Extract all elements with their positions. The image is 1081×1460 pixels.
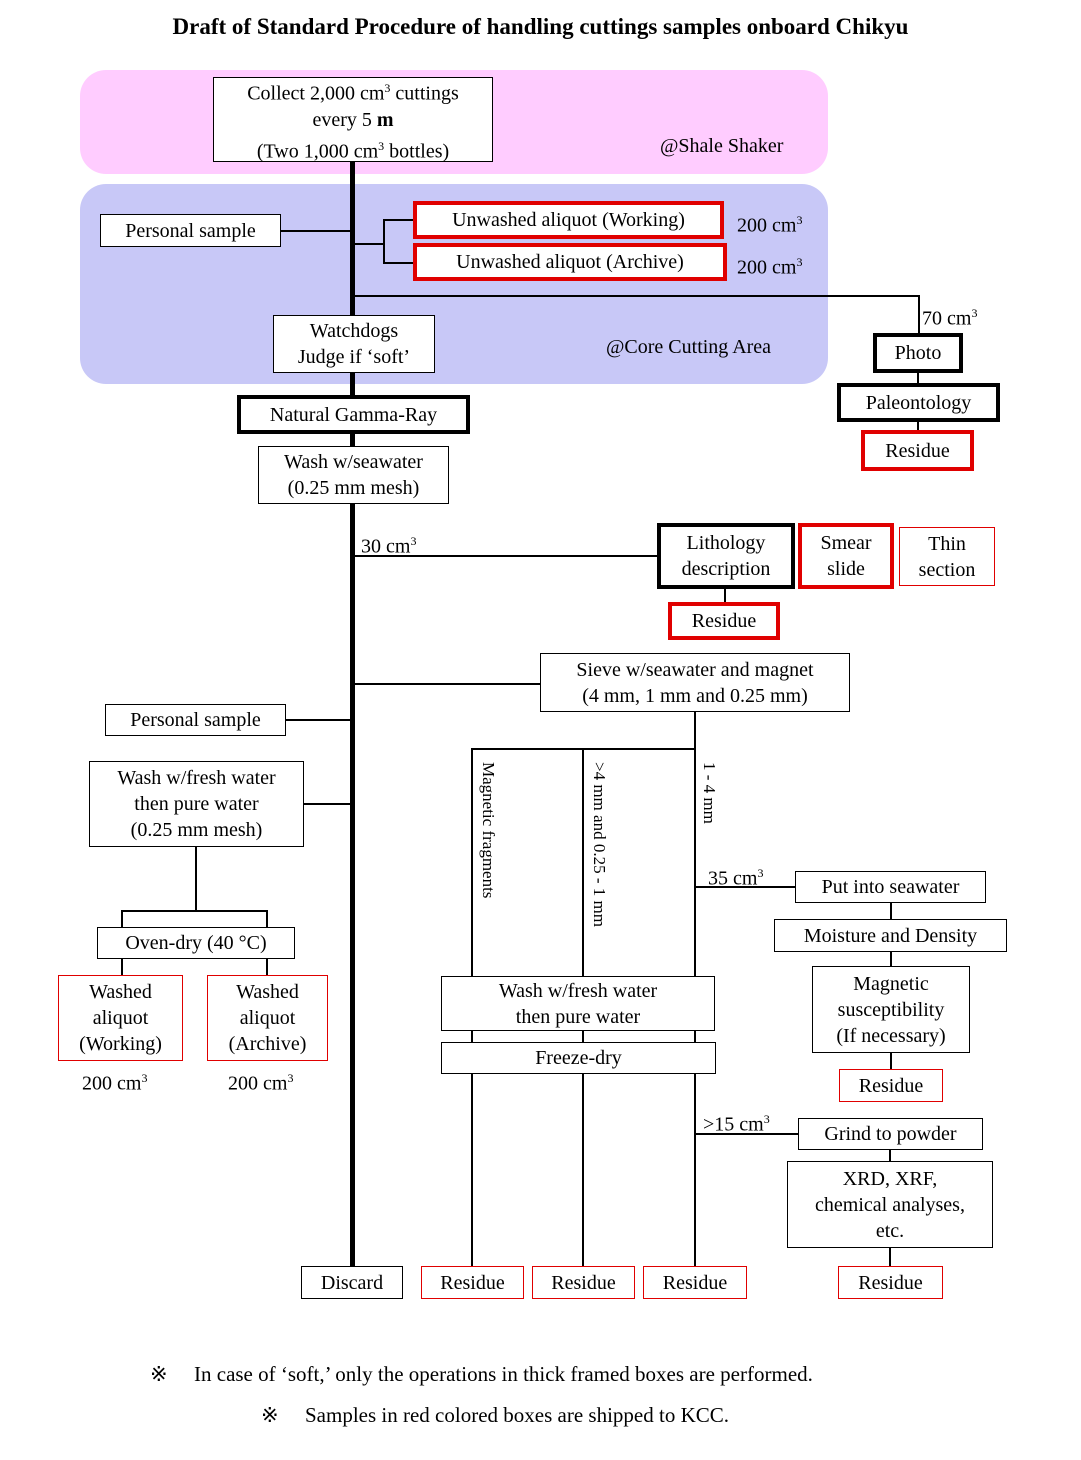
unwashed-working-volume: 200 cm3	[737, 213, 803, 237]
residue-bottom-4-box: Residue	[838, 1266, 943, 1299]
collect-line-2: every 5 m	[312, 108, 394, 131]
magnetic-fragments-label: Magnetic fragments	[479, 762, 498, 899]
connector-unwashed-branch	[383, 219, 385, 263]
connector-unwashed-working	[383, 219, 414, 221]
washed-archive-volume: 200 cm3	[228, 1071, 294, 1095]
connector-photo-paleo	[917, 370, 919, 386]
collect-cuttings-box: Collect 2,000 cm3 cuttings every 5 m (Tw…	[213, 77, 493, 162]
photo-box: Photo	[873, 333, 963, 373]
washed-working-volume: 200 cm3	[82, 1071, 148, 1095]
connector-photo-horizontal	[352, 295, 920, 297]
residue-magnetic-box: Residue	[839, 1069, 943, 1102]
wash-seawater-box: Wash w/seawater(0.25 mm mesh)	[258, 446, 449, 504]
xrd-xrf-box: XRD, XRF,chemical analyses,etc.	[787, 1161, 993, 1248]
fraction-right-label: 1 - 4 mm	[700, 762, 719, 824]
connector-oven-right-stub	[266, 910, 268, 928]
oven-dry-box: Oven-dry (40 °C)	[97, 927, 295, 959]
connector-unwashed-archive	[383, 262, 414, 264]
grind-volume: >15 cm3	[703, 1112, 770, 1136]
reference-mark-1: ※	[150, 1362, 168, 1386]
residue-bottom-1-box: Residue	[421, 1266, 524, 1299]
connector-unwashed-stub	[352, 243, 384, 245]
connector-litho-residue	[724, 586, 726, 604]
connector-xrd-residue	[889, 1247, 891, 1267]
connector-photo-vertical	[918, 295, 920, 335]
photo-volume: 70 cm3	[922, 306, 978, 330]
moisture-density-box: Moisture and Density	[774, 919, 1007, 952]
connector-oven-washed-working	[121, 958, 123, 976]
freeze-dry-box: Freeze-dry	[441, 1042, 716, 1074]
grind-to-powder-box: Grind to powder	[798, 1118, 983, 1150]
residue-bottom-3-box: Residue	[643, 1266, 747, 1299]
connector-sieve-horizontal	[352, 683, 541, 685]
connector-moisture-mag	[890, 951, 892, 967]
paleontology-box: Paleontology	[837, 383, 1000, 422]
connector-put-horizontal	[694, 886, 796, 888]
personal-sample-top-box: Personal sample	[100, 214, 281, 247]
residue-bottom-2-box: Residue	[532, 1266, 635, 1299]
connector-personal-top	[281, 230, 352, 232]
put-into-seawater-box: Put into seawater	[795, 871, 986, 903]
collect-line-1: Collect 2,000 cm3 cuttings	[247, 80, 459, 105]
natural-gamma-ray-box: Natural Gamma-Ray	[237, 395, 470, 434]
connector-litho-horizontal	[352, 555, 658, 557]
connector-oven-washed-archive	[266, 958, 268, 976]
reference-mark-2: ※	[261, 1403, 279, 1427]
sieve-box: Sieve w/seawater and magnet(4 mm, 1 mm a…	[540, 653, 850, 712]
shale-shaker-label: @Shale Shaker	[660, 135, 784, 157]
connector-put-moisture	[890, 902, 892, 920]
unwashed-aliquot-archive-box: Unwashed aliquot (Archive)	[413, 243, 727, 281]
core-cutting-area-label: @Core Cutting Area	[606, 336, 772, 358]
connector-wash-left	[303, 803, 352, 805]
connector-oven-left-stub	[121, 910, 123, 928]
unwashed-aliquot-working-box: Unwashed aliquot (Working)	[413, 201, 724, 239]
connector-wash-oven	[195, 847, 197, 911]
put-seawater-volume: 35 cm3	[708, 866, 764, 890]
connector-paleo-residue	[917, 420, 919, 432]
diagram-title: Draft of Standard Procedure of handling …	[172, 14, 909, 39]
connector-grind-xrd	[889, 1149, 891, 1163]
residue-paleontology-box: Residue	[861, 430, 974, 471]
footnote-2: ※Samples in red colored boxes are shippe…	[261, 1403, 729, 1427]
footnote-1: ※In case of ‘soft,’ only the operations …	[150, 1362, 813, 1386]
connector-oven-branch	[121, 910, 268, 912]
residue-lithology-box: Residue	[668, 602, 780, 640]
connector-grind-horizontal	[694, 1133, 799, 1135]
main-trunk-line	[350, 160, 355, 1268]
personal-sample-mid-box: Personal sample	[105, 704, 286, 736]
fraction-mid-label: >4 mm and 0.25 - 1 mm	[590, 762, 609, 927]
collect-line-3: (Two 1,000 cm3 bottles)	[256, 138, 450, 163]
connector-personal-mid	[285, 719, 352, 721]
unwashed-archive-volume: 200 cm3	[737, 255, 803, 279]
discard-box: Discard	[301, 1266, 403, 1299]
connector-mag-residue	[890, 1052, 892, 1070]
lithology-volume: 30 cm3	[361, 534, 417, 558]
